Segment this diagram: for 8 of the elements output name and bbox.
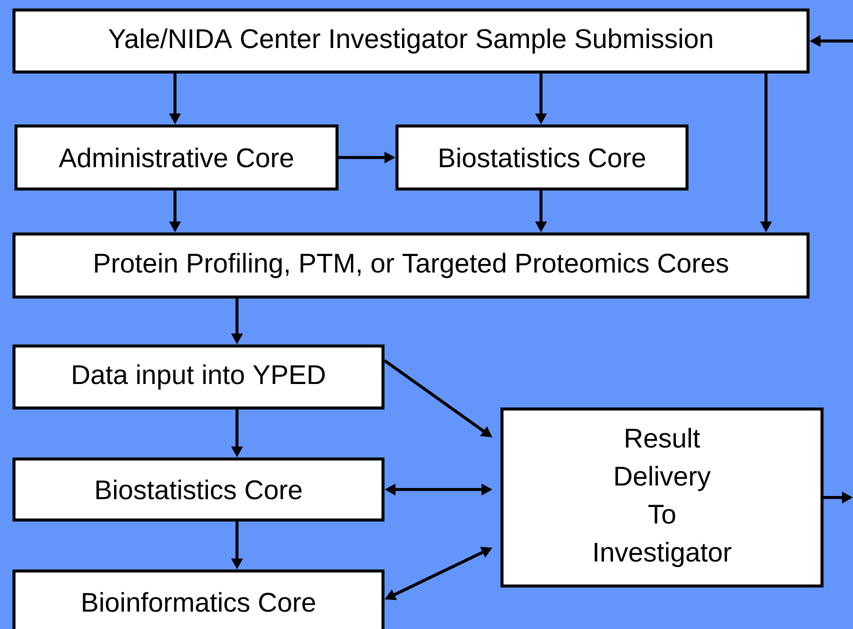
process-box: Administrative Core [14, 124, 338, 190]
process-box: Bioinformatics Core [12, 570, 384, 629]
process-box: Data input into YPED [12, 344, 384, 410]
process-box: Protein Profiling, PTM, or Targeted Proteomics Cores [12, 232, 810, 298]
process-box: Biostatistics Core [396, 124, 688, 190]
process-box: Result Delivery To Investigator [500, 408, 824, 588]
process-box: Yale/NIDA Center Investigator Sample Submission [12, 8, 810, 74]
process-box: Biostatistics Core [12, 458, 384, 522]
